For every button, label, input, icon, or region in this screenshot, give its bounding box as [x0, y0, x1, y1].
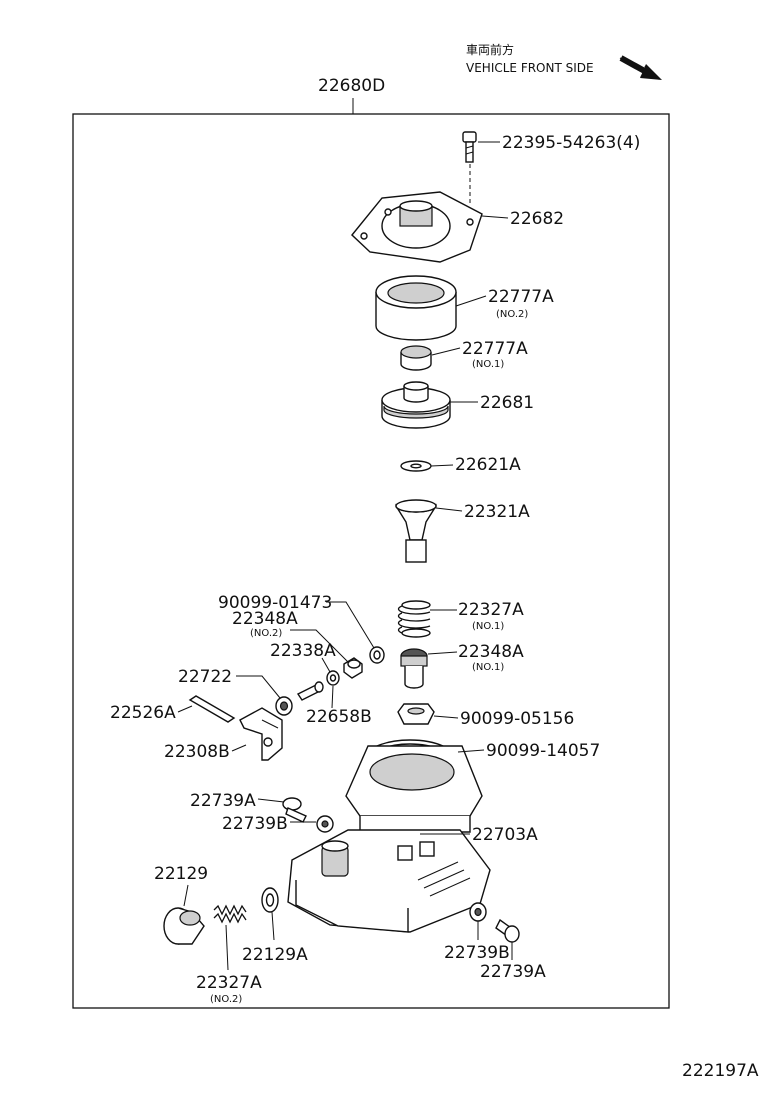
- callout-22777a-no2-note: (NO.2): [496, 309, 528, 320]
- bolt-22395[interactable]: [462, 131, 477, 205]
- callout-22658b[interactable]: 22658B: [306, 707, 372, 727]
- seat-22348a-no2[interactable]: [343, 657, 363, 679]
- callout-22321a[interactable]: 22321A: [464, 502, 530, 522]
- assembly-number: 22680D: [318, 76, 385, 96]
- callout-22682[interactable]: 22682: [510, 209, 564, 229]
- spring-22327a-no1[interactable]: [397, 600, 431, 638]
- callout-22327a-no1[interactable]: 22327A: [458, 600, 524, 620]
- callout-90099-05156[interactable]: 90099-05156: [460, 709, 574, 729]
- callout-22526a[interactable]: 22526A: [110, 703, 176, 723]
- callout-22739b-right[interactable]: 22739B: [444, 943, 510, 963]
- direction-label-en: VEHICLE FRONT SIDE: [466, 61, 594, 75]
- cover-plate-22682[interactable]: [351, 191, 483, 263]
- callout-22703a[interactable]: 22703A: [472, 825, 538, 845]
- callout-22722[interactable]: 22722: [178, 667, 232, 687]
- callout-22327a-no2-note: (NO.2): [210, 994, 242, 1005]
- callout-22129a[interactable]: 22129A: [242, 945, 308, 965]
- callout-22327a-no2[interactable]: 22327A: [196, 973, 262, 993]
- pin-22526a[interactable]: [188, 695, 236, 723]
- washer-22739b-left[interactable]: [316, 815, 334, 833]
- callout-22621a[interactable]: 22621A: [455, 455, 521, 475]
- bushing-22722[interactable]: [275, 696, 293, 716]
- callout-22348a-no2[interactable]: 22348A: [232, 609, 298, 629]
- gasket-22129a[interactable]: [261, 887, 279, 913]
- washer-22739b-right[interactable]: [469, 902, 487, 922]
- callout-22681[interactable]: 22681: [480, 393, 534, 413]
- callout-22777a-no1-note: (NO.1): [472, 359, 504, 370]
- assembly-frame: [72, 113, 670, 1009]
- callout-90099-01473[interactable]: 90099-01473: [218, 593, 332, 613]
- plug-22129[interactable]: [163, 907, 205, 945]
- callout-90099-14057[interactable]: 90099-14057: [486, 741, 600, 761]
- callout-22129[interactable]: 22129: [154, 864, 208, 884]
- spring-22327a-no2[interactable]: [213, 904, 247, 924]
- housing-22703a[interactable]: [287, 745, 491, 933]
- lever-22308b[interactable]: [239, 707, 283, 761]
- callout-22395-54263[interactable]: 22395-54263(4): [502, 133, 640, 153]
- callout-labels: 22395-54263(4) 22682 22777A (NO.2) 22777…: [110, 133, 640, 1005]
- cap-22777a-no1[interactable]: [400, 345, 432, 371]
- leader-lines: [177, 141, 513, 971]
- callout-22348a-no2-note: (NO.2): [250, 628, 282, 639]
- callout-22308b[interactable]: 22308B: [164, 742, 230, 762]
- callout-22777a-no1[interactable]: 22777A: [462, 339, 528, 359]
- diagram-id: 222197A: [682, 1061, 759, 1081]
- ring-90099-01473[interactable]: [369, 646, 385, 664]
- nut-90099-05156[interactable]: [397, 703, 435, 725]
- diaphragm-ring-22777a-no2[interactable]: [375, 275, 457, 341]
- nut-22658b[interactable]: [326, 670, 340, 686]
- callout-22739b-left[interactable]: 22739B: [222, 814, 288, 834]
- callout-22348a-no1-note: (NO.1): [472, 662, 504, 673]
- callout-22777a-no2[interactable]: 22777A: [488, 287, 554, 307]
- callout-22338a[interactable]: 22338A: [270, 641, 336, 661]
- callout-22739a-right[interactable]: 22739A: [480, 962, 546, 982]
- washer-22621a[interactable]: [400, 460, 432, 472]
- screw-22338a[interactable]: [296, 681, 324, 701]
- valve-22348a-no1[interactable]: [400, 648, 428, 689]
- direction-label-jp: 車両前方: [466, 42, 514, 57]
- plunger-22321a[interactable]: [395, 499, 437, 563]
- front-direction-arrow-icon: [619, 55, 662, 80]
- callout-22327a-no1-note: (NO.1): [472, 621, 504, 632]
- bolt-22739a-right[interactable]: [495, 918, 520, 943]
- pulley-22681[interactable]: [381, 381, 451, 429]
- callout-22739a-left[interactable]: 22739A: [190, 791, 256, 811]
- callout-22348a-no1[interactable]: 22348A: [458, 642, 524, 662]
